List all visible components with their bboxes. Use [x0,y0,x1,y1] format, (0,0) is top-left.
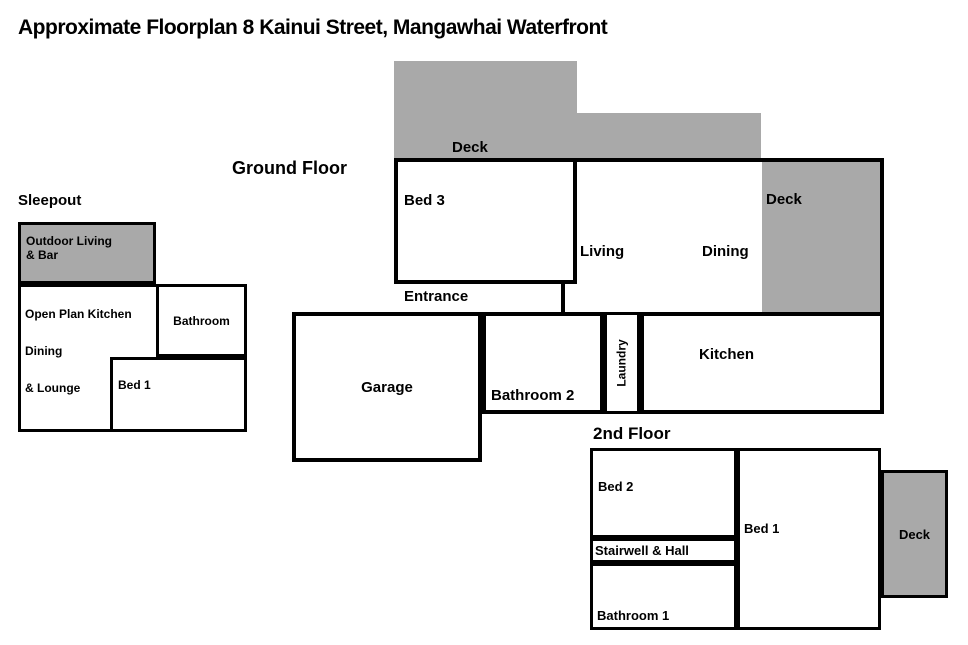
ground-floor-deck-right-label: Deck [766,191,802,208]
room-second-floor-deck: Deck [881,470,948,598]
living-label: Living [580,243,625,260]
open-plan-line2: Dining [25,344,63,358]
outdoor-living-bar-label: Outdoor Living & Bar [26,234,112,262]
room-stairwell-hall: Stairwell & Hall [590,538,737,563]
garage-label: Garage [361,378,413,396]
room-bathroom-2: Bathroom 2 [482,312,604,414]
dining-label: Dining [702,243,749,260]
ground-floor-right-wall [880,158,884,414]
ground-floor-deck-right [762,162,880,312]
ground-floor-deck-top-label: Deck [452,139,488,156]
room-outdoor-living-bar: Outdoor Living & Bar [18,222,156,284]
open-plan-line3: & Lounge [25,381,81,395]
sleepout-bed-1-label: Bed 1 [118,378,151,392]
open-plan-line1: Open Plan Kitchen [25,307,132,321]
room-laundry: Laundry [604,312,640,414]
room-garage: Garage [292,312,482,462]
bathroom-1-label: Bathroom 1 [597,608,670,623]
room-second-floor-bed-1: Bed 1 [737,448,881,630]
entrance-wall [561,284,565,315]
kitchen-label: Kitchen [699,346,755,363]
ground-floor-deck-top-left [394,61,577,160]
room-bed-2: Bed 2 [590,448,737,538]
entrance-label: Entrance [404,288,469,305]
sleepout-heading: Sleepout [18,192,82,209]
bathroom-2-label: Bathroom 2 [491,387,575,404]
room-bed-3: Bed 3 [394,158,577,284]
second-floor-heading: 2nd Floor [593,424,671,443]
second-floor-bed-1-label: Bed 1 [744,521,780,536]
ground-floor-heading: Ground Floor [232,158,347,178]
stairwell-hall-label: Stairwell & Hall [595,543,689,558]
page-title: Approximate Floorplan 8 Kainui Street, M… [18,16,608,39]
room-bathroom-1: Bathroom 1 [590,563,737,630]
bed-2-label: Bed 2 [598,479,634,494]
laundry-label: Laundry [615,339,629,387]
sleepout-bathroom-label: Bathroom [173,313,230,328]
second-floor-deck-label: Deck [898,526,931,542]
room-sleepout-bathroom: Bathroom [156,284,247,357]
bed-3-label: Bed 3 [404,192,445,209]
ground-floor-top-wall [394,158,884,162]
ground-floor-deck-top-right [577,113,761,160]
room-kitchen: Kitchen [640,312,884,414]
room-sleepout-bed-1: Bed 1 [110,357,247,432]
